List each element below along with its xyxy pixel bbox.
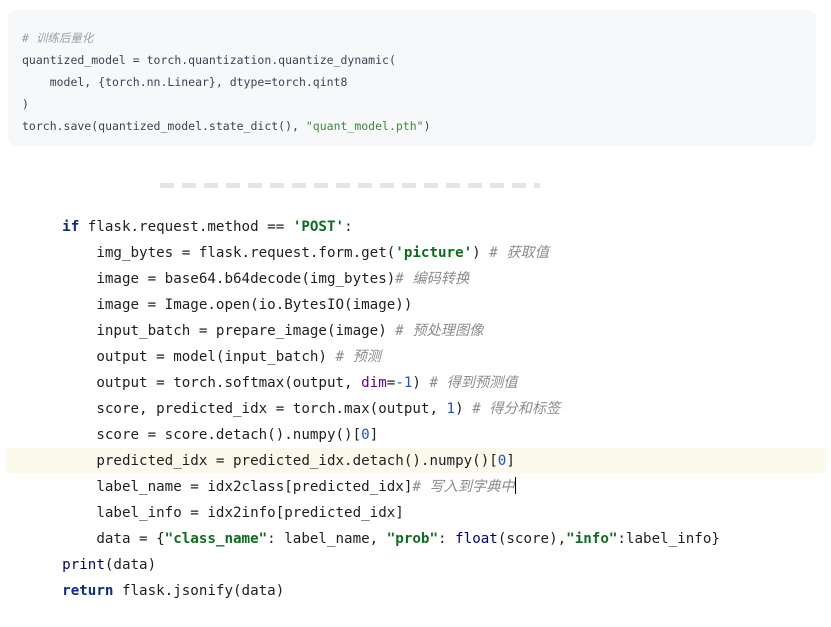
code-line: output = torch.softmax(output, dim=-1) #… <box>62 375 518 391</box>
code-line-active[interactable]: label_name = idx2class[predicted_idx]# 写… <box>62 477 516 495</box>
current-line-highlight <box>6 448 826 473</box>
code-line: if flask.request.method == 'POST': <box>62 219 353 235</box>
code-line: score = score.detach().numpy()[0] <box>62 427 379 443</box>
code-line: label_info = idx2info[predicted_idx] <box>62 505 404 521</box>
code-line: print(data) <box>62 557 157 573</box>
code-line: return flask.jsonify(data) <box>62 583 285 599</box>
code-line: predicted_idx = predicted_idx.detach().n… <box>62 453 515 469</box>
text-cursor <box>514 477 516 494</box>
code-line: image = Image.open(io.BytesIO(image)) <box>62 297 413 313</box>
code-line: torch.save(quantized_model.state_dict(),… <box>22 119 431 133</box>
code-line: input_batch = prepare_image(image) # 预处理… <box>62 323 484 339</box>
code-editor-flask-route: if flask.request.method == 'POST': img_b… <box>0 183 831 600</box>
code-snippet-quantization: # 训练后量化 quantized_model = torch.quantiza… <box>8 10 816 146</box>
code-comment: # 训练后量化 <box>22 31 94 45</box>
code-line: img_bytes = flask.request.form.get('pict… <box>62 245 549 261</box>
code-line: image = base64.b64decode(img_bytes)# 编码转… <box>62 271 470 287</box>
code-line: ) <box>22 97 29 111</box>
code-line: output = model(input_batch) # 预测 <box>62 349 381 365</box>
code-line: model, {torch.nn.Linear}, dtype=torch.qi… <box>22 75 348 89</box>
code-line: data = {"class_name": label_name, "prob"… <box>62 531 720 547</box>
cropped-line-fragment <box>160 183 540 188</box>
code-line: quantized_model = torch.quantization.qua… <box>22 53 396 67</box>
code-line: score, predicted_idx = torch.max(output,… <box>62 401 561 417</box>
